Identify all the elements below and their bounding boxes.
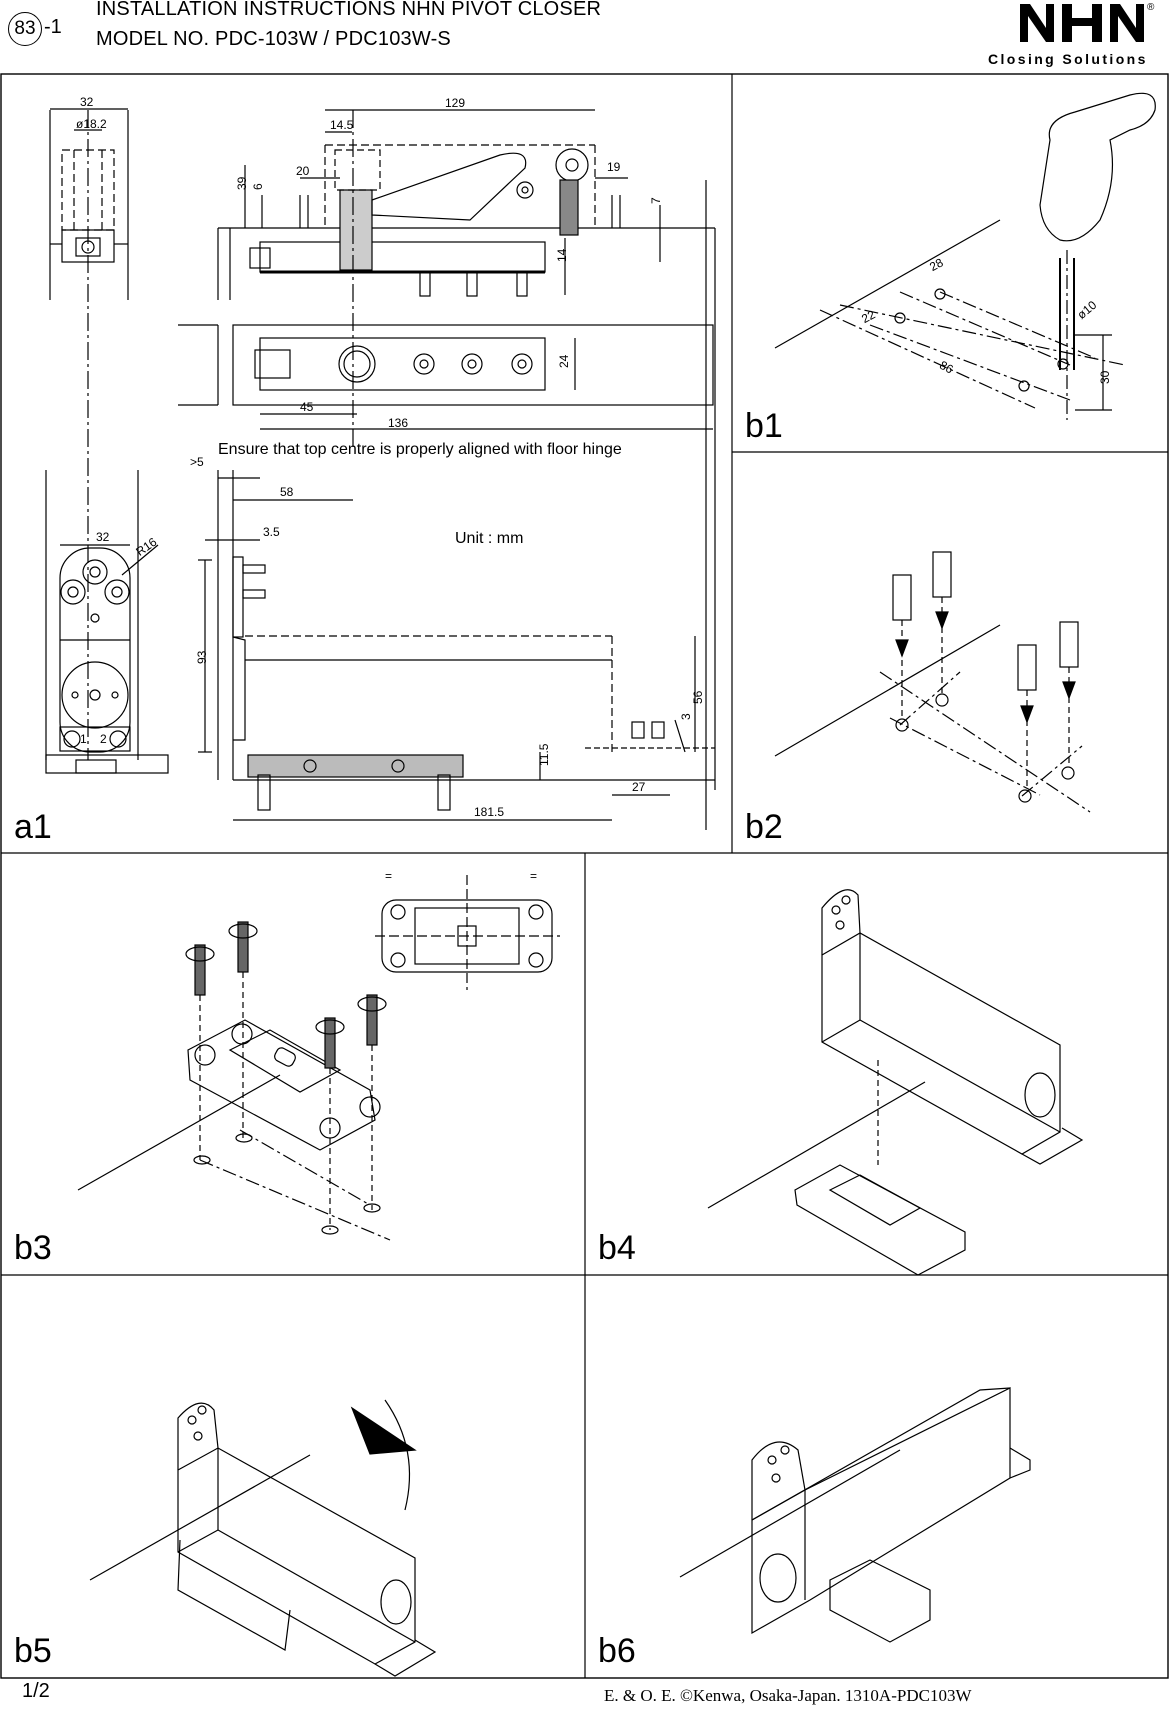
svg-text:20: 20 <box>296 164 310 178</box>
svg-text:2: 2 <box>100 732 107 746</box>
a1-plan-view <box>178 324 714 430</box>
a1-side-view-top <box>49 108 129 760</box>
copyright-line: E. & O. E. ©Kenwa, Osaka-Japan. 1310A-PD… <box>604 1686 972 1705</box>
a1-elevation-view <box>198 180 716 830</box>
svg-text:39: 39 <box>235 176 249 190</box>
nhn-logo: ® <box>1020 2 1155 42</box>
page-number-suffix: -1 <box>44 16 62 38</box>
svg-text:93: 93 <box>195 650 209 664</box>
panel-label-b3: b3 <box>14 1229 52 1267</box>
b3-base-plate-diagram: = = <box>77 869 560 1241</box>
svg-text:27: 27 <box>632 780 646 794</box>
b4-closer-diagram <box>707 889 1084 1276</box>
logo-tagline: Closing Solutions <box>988 51 1148 67</box>
b2-anchor-diagram <box>774 551 1091 813</box>
alignment-note: Ensure that top centre is properly align… <box>218 441 622 458</box>
svg-text:=: = <box>530 869 537 883</box>
panel-label-b1: b1 <box>745 407 783 445</box>
svg-text:ø18.2: ø18.2 <box>76 117 107 131</box>
registered-mark: ® <box>1147 2 1155 13</box>
b5-rotate-diagram <box>89 1399 437 1677</box>
svg-text:32: 32 <box>96 530 110 544</box>
panel-label-b6: b6 <box>598 1632 636 1670</box>
svg-text:32: 32 <box>80 95 94 109</box>
svg-text:136: 136 <box>388 416 408 430</box>
panel-label-b5: b5 <box>14 1632 52 1670</box>
svg-text:=: = <box>385 869 392 883</box>
svg-text:6: 6 <box>251 183 265 190</box>
page-indicator: 1/2 <box>22 1680 50 1702</box>
svg-text:58: 58 <box>280 485 294 499</box>
a1-drawing: 32 ø18.2 129 14.5 20 19 39 6 7 14 24 45 … <box>45 95 716 830</box>
panel-label-a1: a1 <box>14 808 52 846</box>
svg-text:R16: R16 <box>133 535 159 559</box>
svg-text:56: 56 <box>691 690 705 704</box>
svg-text:>5: >5 <box>190 455 204 469</box>
svg-text:19: 19 <box>607 160 621 174</box>
unit-note: Unit : mm <box>455 530 524 547</box>
svg-text:28: 28 <box>927 255 946 274</box>
svg-text:7: 7 <box>649 197 663 204</box>
svg-text:3: 3 <box>679 713 693 720</box>
svg-text:ø10: ø10 <box>1074 298 1099 322</box>
a1-section-view <box>217 109 715 450</box>
svg-text:24: 24 <box>557 354 571 368</box>
svg-text:129: 129 <box>445 96 465 110</box>
a1-dimension-labels: 32 ø18.2 129 14.5 20 19 39 6 7 14 24 45 … <box>76 95 705 819</box>
svg-text:86: 86 <box>937 358 956 377</box>
model-number: MODEL NO. PDC-103W / PDC103W-S <box>96 28 451 50</box>
b1-drilling-diagram: 28 22 86 ø10 30 <box>774 92 1156 420</box>
svg-text:30: 30 <box>1098 370 1112 384</box>
a1-side-view-bottom <box>45 470 169 774</box>
panel-label-b2: b2 <box>745 808 783 846</box>
panel-grid <box>0 73 1169 1679</box>
document-title: INSTALLATION INSTRUCTIONS NHN PIVOT CLOS… <box>96 0 602 20</box>
svg-text:22: 22 <box>859 307 878 326</box>
svg-text:1: 1 <box>80 732 87 746</box>
svg-text:45: 45 <box>300 400 314 414</box>
svg-text:3.5: 3.5 <box>263 525 280 539</box>
svg-text:14: 14 <box>555 248 569 262</box>
page-number-circle: 83 <box>8 12 42 46</box>
panel-label-b4: b4 <box>598 1229 636 1267</box>
b6-installed-diagram <box>679 1387 1031 1643</box>
svg-text:11.5: 11.5 <box>537 743 551 766</box>
svg-text:181.5: 181.5 <box>474 805 504 819</box>
svg-text:14.5: 14.5 <box>330 118 354 132</box>
